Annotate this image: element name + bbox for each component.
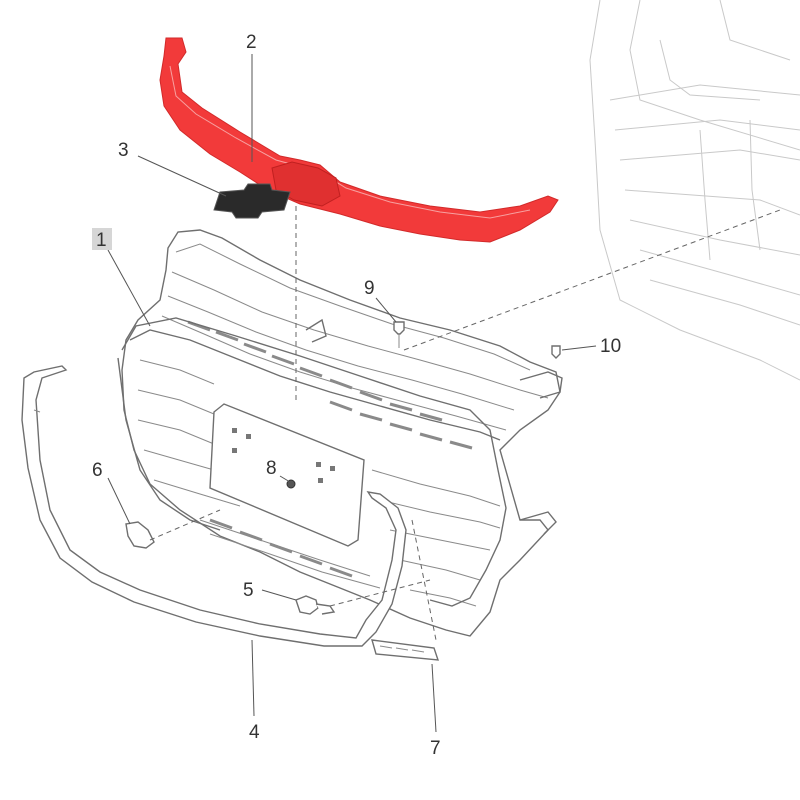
callout-8: 8 xyxy=(266,458,277,479)
callout-1-box xyxy=(92,228,112,250)
license-plate-bracket xyxy=(209,403,365,547)
leader-4 xyxy=(251,639,255,717)
callout-6: 6 xyxy=(92,460,103,481)
grille-assembly xyxy=(117,229,563,637)
leader-10 xyxy=(561,345,597,351)
install-line-7 xyxy=(411,519,437,641)
fastener-part-8 xyxy=(286,479,296,489)
callout-5: 5 xyxy=(243,580,254,601)
leader-6 xyxy=(107,477,131,525)
lower-trim-strip xyxy=(21,365,407,647)
upper-grille-molding xyxy=(159,37,559,243)
leader-lines xyxy=(107,54,597,733)
clip-part-6 xyxy=(125,521,155,549)
callout-4: 4 xyxy=(249,722,260,743)
install-line-6 xyxy=(149,509,221,541)
leader-1 xyxy=(107,249,151,327)
leader-9 xyxy=(375,297,397,323)
callout-7: 7 xyxy=(430,738,441,759)
plate-hole xyxy=(232,448,237,453)
leader-5 xyxy=(261,589,297,601)
plate-hole xyxy=(318,478,323,483)
callout-3: 3 xyxy=(118,140,129,161)
leader-7 xyxy=(431,663,437,733)
vehicle-body-outline xyxy=(589,0,800,381)
install-line-9 xyxy=(403,209,781,351)
screw-part-9 xyxy=(393,321,405,348)
leader-3 xyxy=(137,155,227,197)
plate-hole xyxy=(316,462,321,467)
installation-lines xyxy=(149,206,781,641)
plate-hole xyxy=(232,428,237,433)
emblem-bowtie xyxy=(213,183,291,219)
callout-2: 2 xyxy=(246,32,257,53)
callout-10: 10 xyxy=(600,336,621,357)
callout-9: 9 xyxy=(364,278,375,299)
clip-part-5 xyxy=(295,595,336,615)
plate-hole xyxy=(330,466,335,471)
callout-1: 1 xyxy=(96,230,107,251)
screw-part-10 xyxy=(551,345,561,359)
nameplate-part-7 xyxy=(371,639,440,661)
callout-labels: 1 2 3 4 5 6 7 8 9 10 xyxy=(92,32,621,759)
leader-8 xyxy=(279,475,291,483)
plate-hole xyxy=(246,434,251,439)
